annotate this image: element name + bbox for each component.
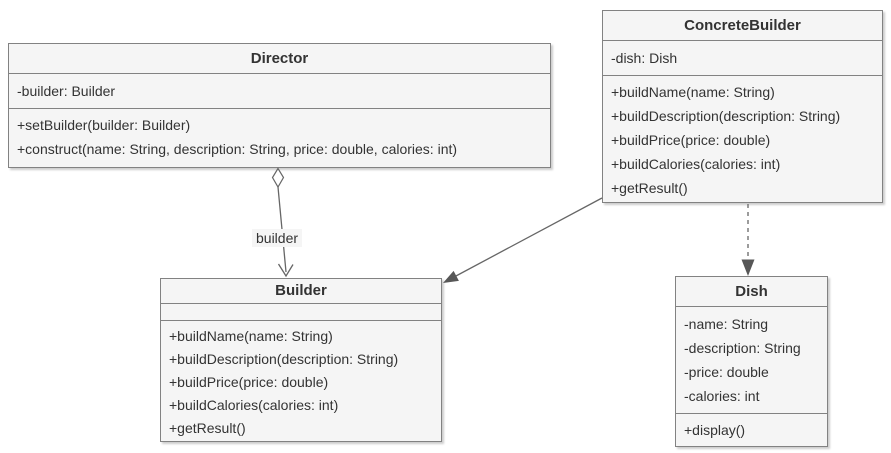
attributes-compartment-empty xyxy=(161,304,441,321)
attribute: -name: String xyxy=(684,316,769,332)
method: +getResult() xyxy=(169,420,246,436)
method: +construct(name: String, description: St… xyxy=(17,141,458,157)
class-title: Dish xyxy=(676,277,827,307)
method: +buildCalories(calories: int) xyxy=(611,156,781,172)
class-director[interactable]: Director -builder: Builder +setBuilder(b… xyxy=(8,43,551,168)
method: +buildDescription(description: String) xyxy=(611,108,841,124)
method: +buildName(name: String) xyxy=(611,84,775,100)
method: +buildDescription(description: String) xyxy=(169,351,399,367)
class-title: Builder xyxy=(161,279,441,304)
method: +buildName(name: String) xyxy=(169,328,333,344)
class-dish[interactable]: Dish -name: String -description: String … xyxy=(675,276,828,447)
aggregation-diamond-icon xyxy=(271,167,285,189)
attribute: -price: double xyxy=(684,364,769,380)
filled-arrowhead-icon xyxy=(741,259,755,276)
method: +display() xyxy=(684,422,746,438)
class-title: ConcreteBuilder xyxy=(603,11,882,41)
attribute: -dish: Dish xyxy=(611,50,678,66)
attributes-compartment: -name: String -description: String -pric… xyxy=(676,307,827,414)
attribute: -description: String xyxy=(684,340,801,356)
method: +getResult() xyxy=(611,180,688,196)
method: +buildPrice(price: double) xyxy=(611,132,771,148)
method: +buildCalories(calories: int) xyxy=(169,397,339,413)
methods-compartment: +buildName(name: String) +buildDescripti… xyxy=(603,76,882,202)
filled-arrowhead-icon xyxy=(443,270,459,283)
attribute: -calories: int xyxy=(684,388,760,404)
methods-compartment: +buildName(name: String) +buildDescripti… xyxy=(161,321,441,441)
attributes-compartment: -dish: Dish xyxy=(603,41,882,76)
dependency-connector-concretebuilder-dish[interactable] xyxy=(741,204,755,276)
class-builder[interactable]: Builder +buildName(name: String) +buildD… xyxy=(160,278,442,442)
association-connector-concretebuilder-builder[interactable] xyxy=(443,197,603,283)
method: +setBuilder(builder: Builder) xyxy=(17,117,191,133)
attributes-compartment: -builder: Builder xyxy=(9,74,550,109)
association-label-builder[interactable]: builder xyxy=(252,229,303,247)
class-title: Director xyxy=(9,44,550,74)
attribute: -builder: Builder xyxy=(17,83,116,99)
methods-compartment: +setBuilder(builder: Builder) +construct… xyxy=(9,109,550,167)
method: +buildPrice(price: double) xyxy=(169,374,329,390)
open-arrowhead-icon xyxy=(277,263,294,278)
methods-compartment: +display() xyxy=(676,414,827,446)
aggregation-connector-director-builder[interactable] xyxy=(271,167,294,278)
class-concretebuilder[interactable]: ConcreteBuilder -dish: Dish +buildName(n… xyxy=(602,10,883,203)
